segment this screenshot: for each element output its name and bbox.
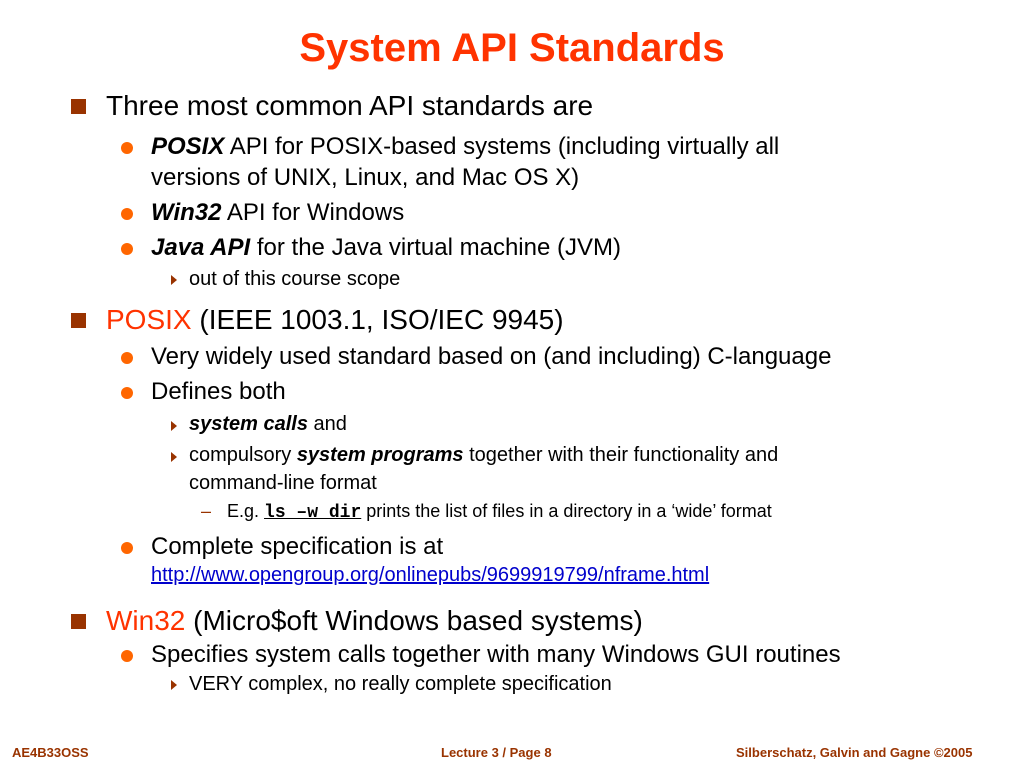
bullet-win32: Win32 (Micro$oft Windows based systems) bbox=[106, 604, 643, 638]
subbullet-posix: POSIX API for POSIX-based systems (inclu… bbox=[151, 132, 779, 162]
example-pre: E.g. bbox=[227, 501, 265, 521]
slide-title: System API Standards bbox=[299, 26, 725, 70]
win32-term: Win32 bbox=[151, 199, 222, 226]
subbullet-posix-cont: versions of UNIX, Linux, and Mac OS X) bbox=[151, 164, 580, 191]
item-system-calls: system calls and bbox=[189, 412, 347, 437]
win32-systems: (Micro$oft Windows based systems) bbox=[185, 605, 643, 636]
round-bullet-icon bbox=[121, 650, 133, 662]
posix-term: POSIX bbox=[151, 133, 225, 160]
footer-copyright: Silberschatz, Galvin and Gagne ©2005 bbox=[736, 745, 973, 760]
round-bullet-icon bbox=[121, 352, 133, 364]
programs-pre: compulsory bbox=[189, 444, 297, 466]
bullet-api-standards: Three most common API standards are bbox=[106, 90, 594, 121]
square-bullet-icon bbox=[71, 99, 86, 114]
subbullet-defines: Defines both bbox=[151, 378, 286, 405]
example-ls: E.g. ls –w dir prints the list of files … bbox=[227, 500, 772, 525]
subbullet-java: Java API for the Java virtual machine (J… bbox=[151, 233, 621, 263]
arrow-bullet-icon bbox=[171, 680, 177, 690]
footer-course-code: AE4B33OSS bbox=[12, 745, 89, 760]
round-bullet-icon bbox=[121, 142, 133, 154]
system-calls-and: and bbox=[307, 413, 347, 435]
java-term: Java API bbox=[151, 234, 251, 261]
system-calls-term: system calls bbox=[189, 413, 308, 435]
item-system-programs: compulsory system programs together with… bbox=[189, 443, 778, 468]
spec-link[interactable]: http://www.opengroup.org/onlinepubs/9699… bbox=[151, 564, 710, 586]
ls-command: ls –w dir bbox=[264, 503, 362, 523]
footer-page: Lecture 3 / Page 8 bbox=[441, 745, 552, 760]
subbullet-gui-routines: Specifies system calls together with man… bbox=[151, 641, 841, 668]
win32-heading: Win32 bbox=[106, 605, 186, 636]
subbullet-win32: Win32 API for Windows bbox=[151, 198, 404, 228]
posix-heading: POSIX bbox=[106, 304, 192, 335]
complex-note: VERY complex, no really complete specifi… bbox=[189, 673, 612, 695]
subbullet-specification: Complete specification is at bbox=[151, 533, 444, 560]
square-bullet-icon bbox=[71, 313, 86, 328]
java-scope-note: out of this course scope bbox=[189, 268, 401, 290]
round-bullet-icon bbox=[121, 208, 133, 220]
posix-standards: (IEEE 1003.1, ISO/IEC 9945) bbox=[191, 304, 564, 335]
round-bullet-icon bbox=[121, 542, 133, 554]
subbullet-widely-used: Very widely used standard based on (and … bbox=[151, 343, 832, 370]
arrow-bullet-icon bbox=[171, 452, 177, 462]
arrow-bullet-icon bbox=[171, 421, 177, 431]
java-desc: for the Java virtual machine (JVM) bbox=[250, 234, 621, 261]
round-bullet-icon bbox=[121, 387, 133, 399]
square-bullet-icon bbox=[71, 614, 86, 629]
posix-desc: API for POSIX-based systems (including v… bbox=[224, 133, 780, 160]
bullet-posix: POSIX (IEEE 1003.1, ISO/IEC 9945) bbox=[106, 303, 564, 337]
example-desc: prints the list of files in a directory … bbox=[361, 501, 772, 521]
arrow-bullet-icon bbox=[171, 275, 177, 285]
item-system-programs-cont: command-line format bbox=[189, 472, 377, 494]
win32-desc: API for Windows bbox=[221, 199, 405, 226]
round-bullet-icon bbox=[121, 243, 133, 255]
dash-bullet-icon: – bbox=[201, 501, 212, 521]
programs-desc: together with their functionality and bbox=[463, 444, 779, 466]
system-programs-term: system programs bbox=[296, 444, 464, 466]
